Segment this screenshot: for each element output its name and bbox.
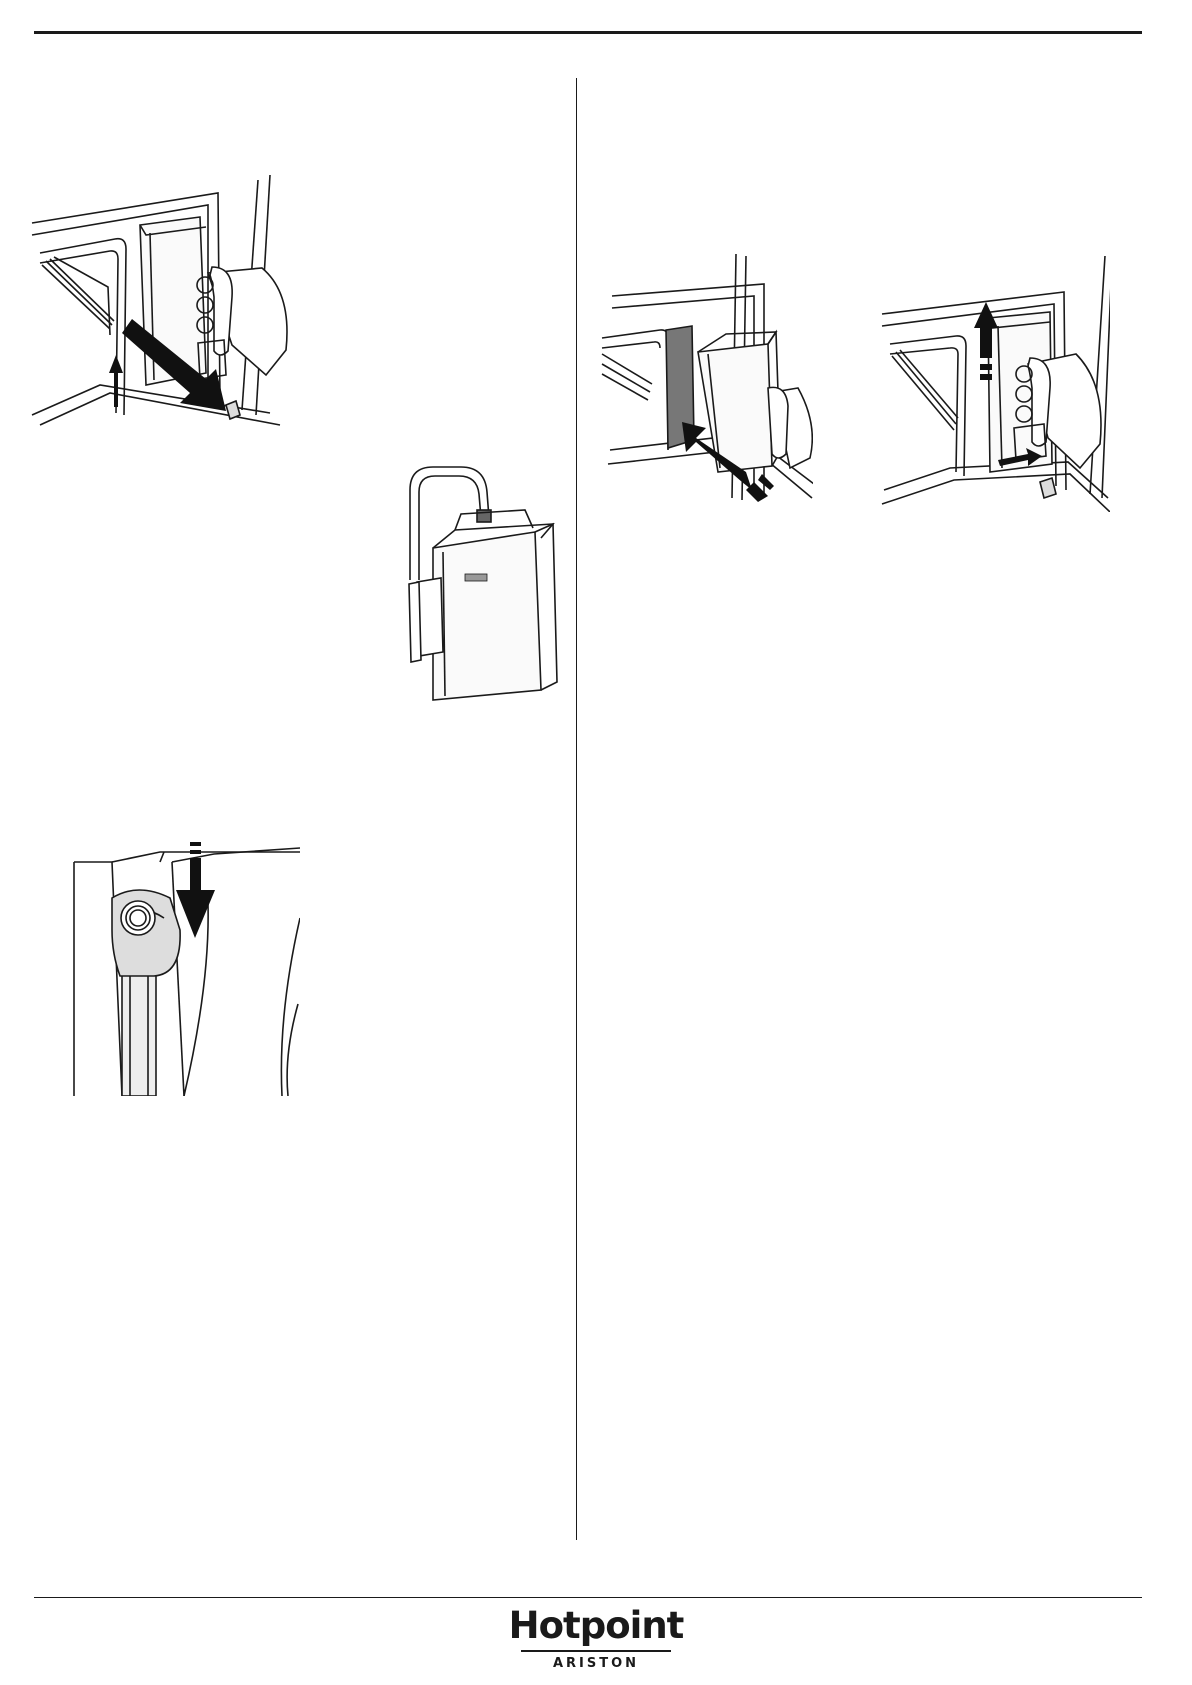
brand-name: Hotpoint xyxy=(508,1606,684,1646)
water-tank-cap-illustration xyxy=(72,834,300,1096)
oven-water-tank-insertion-illustration xyxy=(598,254,813,516)
column-divider xyxy=(576,78,577,1540)
logo-underline xyxy=(521,1650,671,1652)
oven-water-tank-removal-illustration xyxy=(30,175,290,437)
oven-water-tank-push-illustration xyxy=(880,254,1110,512)
bottom-rule xyxy=(34,1597,1142,1598)
brand-sub: ARISTON xyxy=(508,1655,684,1673)
brand-logo: Hotpoint ARISTON xyxy=(508,1606,684,1676)
water-tank-filling-tap-illustration xyxy=(405,462,565,706)
top-rule xyxy=(34,31,1142,34)
